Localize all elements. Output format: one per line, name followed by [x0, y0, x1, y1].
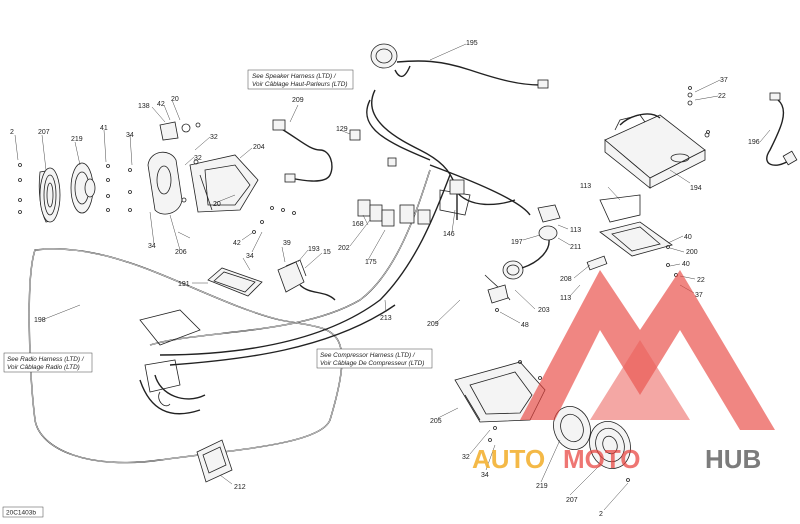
callout-196: 196 [748, 139, 760, 146]
callout-213: 213 [380, 315, 392, 322]
callout-32: 32 [210, 134, 218, 141]
note-compressor-harness-line2: Voir Câblage De Compresseur (LTD) [320, 360, 424, 367]
note-speaker-harness-line1: See Speaker Harness (LTD) / [252, 73, 337, 80]
note-compressor-harness-line1: See Compressor Harness (LTD) / [320, 352, 416, 359]
callout-204: 204 [253, 144, 265, 151]
callout-219-b: 219 [536, 483, 548, 490]
callout-203: 203 [538, 307, 550, 314]
drawing-code: 20C1403b [6, 510, 36, 517]
logo-inner-triangle [590, 340, 690, 420]
callout-202: 202 [338, 245, 350, 252]
callout-22-b: 22 [697, 277, 705, 284]
part-197-gauge [484, 225, 558, 304]
note-radio-harness: See Radio Harness (LTD) / Voir Câblage R… [3, 352, 93, 373]
callout-2: 2 [10, 129, 14, 136]
part-168-202-connectors [357, 189, 471, 227]
callout-212: 212 [234, 484, 246, 491]
callout-40: 40 [684, 234, 692, 241]
callout-219: 219 [71, 136, 83, 143]
callout-labels: 195 209 129 37 22 196 20 42 138 32 204 2… [10, 40, 760, 518]
callout-113-b: 113 [570, 227, 581, 234]
callout-207: 207 [38, 129, 50, 136]
callout-2-b: 2 [599, 511, 603, 518]
leader-lines [14, 43, 771, 511]
callout-198: 198 [34, 317, 46, 324]
callout-194: 194 [690, 185, 702, 192]
callout-206: 206 [175, 249, 187, 256]
part-196-cable [766, 92, 798, 166]
callout-20-b: 20 [213, 201, 221, 208]
callout-193: 193 [308, 246, 320, 253]
logo-mountain-shape [520, 270, 775, 430]
right-speaker-assembly [518, 360, 631, 482]
part-212-module [196, 439, 233, 483]
callout-146: 146 [443, 231, 455, 238]
callout-32-b: 32 [194, 155, 202, 162]
note-radio-harness-line2: Voir Câblage Radio (LTD) [7, 364, 80, 371]
callout-209: 209 [292, 97, 304, 104]
callout-207-b: 207 [566, 497, 578, 504]
callout-200: 200 [686, 249, 698, 256]
note-compressor-harness: See Compressor Harness (LTD) / Voir Câbl… [316, 348, 433, 369]
callout-41: 41 [100, 125, 108, 132]
part-195-antenna-cable [370, 43, 549, 89]
callout-168: 168 [352, 221, 364, 228]
callout-20: 20 [171, 96, 179, 103]
callout-15: 15 [323, 249, 331, 256]
note-speaker-harness: See Speaker Harness (LTD) / Voir Câblage… [247, 69, 354, 90]
callout-34-c: 34 [246, 253, 254, 260]
brand-hub-text: HUB [705, 444, 761, 474]
callout-175: 175 [365, 259, 377, 266]
callout-211: 211 [570, 244, 581, 251]
callout-205: 205 [430, 418, 442, 425]
main-wire-harness [28, 89, 531, 464]
callout-197: 197 [511, 239, 523, 246]
callout-34-d: 34 [481, 472, 489, 479]
watermark-brand-text: AUTO MOTO HUB [472, 444, 761, 474]
callout-48: 48 [521, 322, 529, 329]
brand-auto-text: AUTO [472, 444, 545, 474]
callout-37-b: 37 [695, 292, 703, 299]
callout-113: 113 [580, 183, 591, 190]
callout-129: 129 [336, 126, 348, 133]
callout-22: 22 [718, 93, 726, 100]
watermark-logo [520, 270, 775, 430]
part-194-module [604, 92, 710, 189]
callout-39: 39 [283, 240, 291, 247]
part-146-relay [449, 179, 465, 220]
callout-209-b: 209 [427, 321, 439, 328]
callout-42-b: 42 [233, 240, 241, 247]
callout-113-c: 113 [560, 295, 571, 302]
part-191-display [207, 267, 263, 297]
callout-42: 42 [157, 101, 165, 108]
part-200-bracket [599, 194, 673, 257]
part-193-bracket [277, 259, 336, 301]
part-208-connector [586, 255, 608, 271]
left-speaker-assembly [18, 121, 259, 223]
note-radio-harness-line1: See Radio Harness (LTD) / [7, 356, 85, 363]
callout-138: 138 [138, 103, 150, 110]
callout-34: 34 [126, 132, 134, 139]
part-209-speaker-harness [272, 119, 397, 183]
callout-208: 208 [560, 276, 572, 283]
brand-moto-text: MOTO [563, 444, 641, 474]
callout-40-b: 40 [682, 261, 690, 268]
callout-195: 195 [466, 40, 478, 47]
callout-37: 37 [720, 77, 728, 84]
callout-32-c: 32 [462, 454, 470, 461]
callout-34-b: 34 [148, 243, 156, 250]
callout-191: 191 [178, 281, 190, 288]
part-113-clip [537, 204, 561, 223]
note-speaker-harness-line2: Voir Câblage Haut-Parleurs (LTD) [252, 81, 348, 88]
